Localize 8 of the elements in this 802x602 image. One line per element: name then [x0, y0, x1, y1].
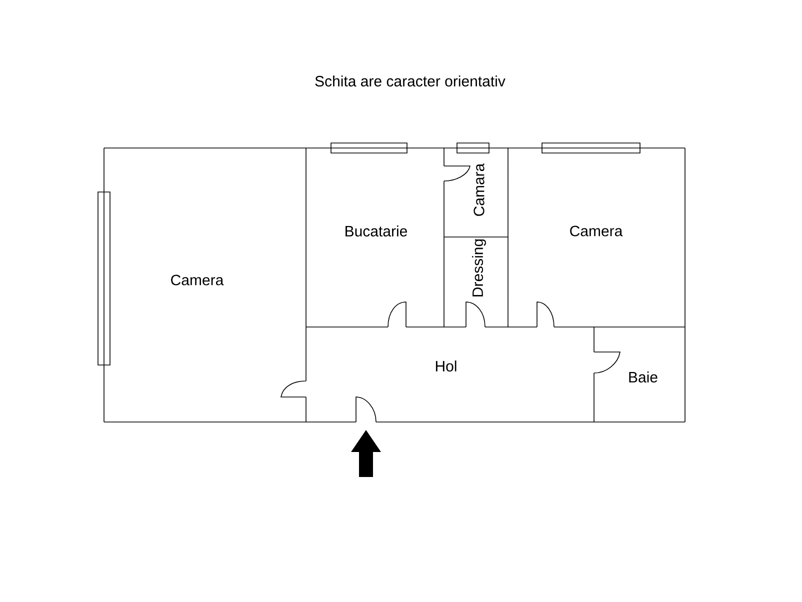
room-label: Camara [474, 163, 484, 216]
room-label: Hol [436, 360, 456, 372]
room-label: Dressing [472, 239, 486, 296]
title: Schita are caracter orientativ [315, 76, 506, 86]
room-label: Baie [629, 372, 658, 382]
room-label: Camera [570, 226, 623, 236]
room-label: Bucatarie [346, 226, 407, 236]
room-label: Camera [171, 274, 224, 286]
